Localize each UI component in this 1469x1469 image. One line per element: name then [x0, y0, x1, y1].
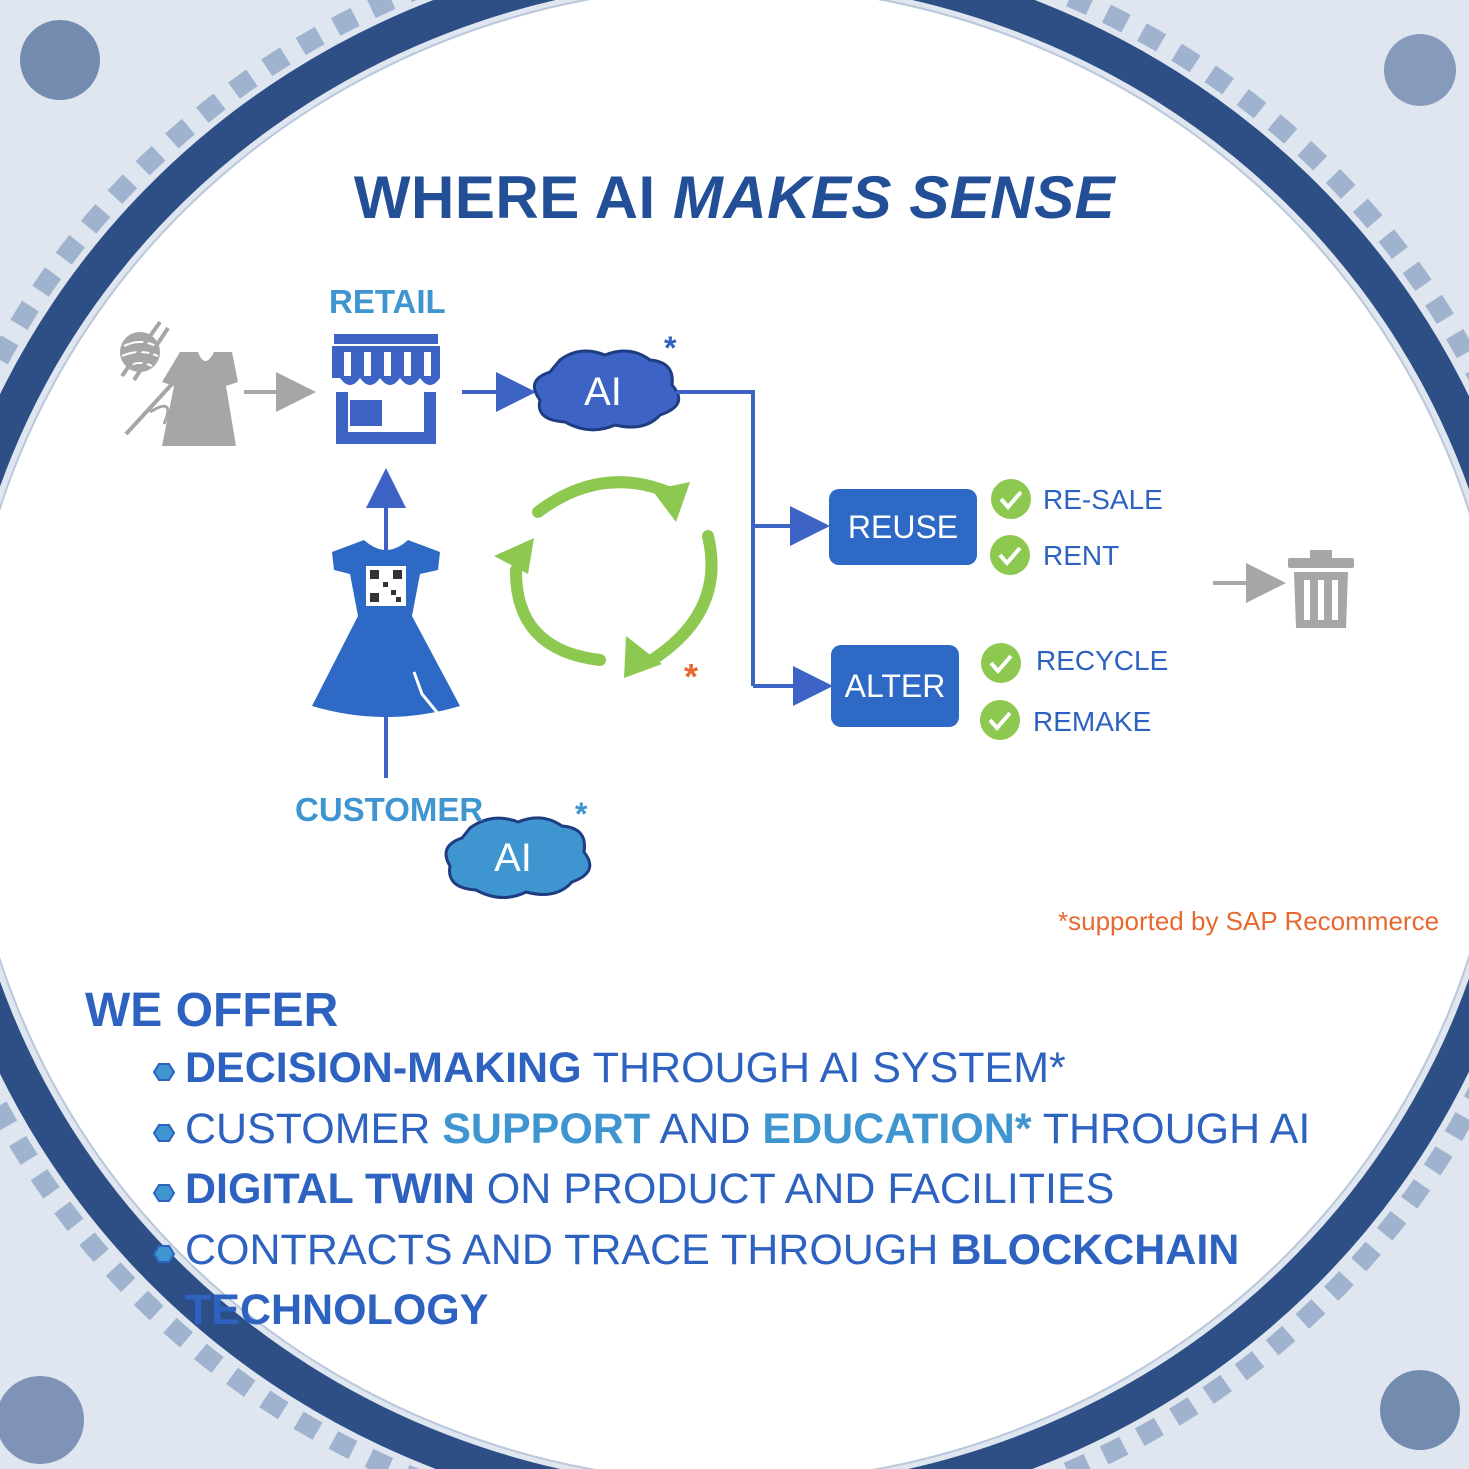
connector-ai-to-options [676, 390, 755, 686]
needle-icon [124, 382, 174, 436]
cloud-icon [532, 349, 681, 432]
ai-label-bottom: AI [494, 835, 532, 880]
ai-label-top: AI [584, 369, 622, 414]
dress-icon [162, 352, 238, 446]
asterisk-ai-bottom: * [575, 796, 588, 832]
option-rent: RENT [1043, 540, 1120, 571]
option-remake: REMAKE [1033, 706, 1152, 737]
check-icon [981, 643, 1021, 683]
offer-item-blockchain-line2: TECHNOLOGY [185, 1286, 489, 1334]
offer-item-blockchain: CONTRACTS AND TRACE THROUGH BLOCKCHAIN [185, 1226, 1240, 1274]
retail-label: RETAIL [329, 283, 446, 320]
footnote: *supported by SAP Recommerce [1058, 906, 1440, 936]
recycle-arrowheads [494, 482, 690, 678]
alter-box [831, 645, 959, 727]
cloud-icon [444, 816, 592, 899]
recycle-cycle-icon [509, 476, 718, 666]
offer-item-decision: DECISION-MAKING THROUGH AI SYSTEM* [185, 1044, 1066, 1092]
store-icon [332, 334, 440, 444]
qr-dress-icon [312, 540, 460, 717]
reuse-box [829, 489, 977, 565]
trash-icon [1288, 550, 1354, 628]
option-resale: RE-SALE [1043, 484, 1163, 515]
check-icon [980, 700, 1020, 740]
page-title: WHERE AI MAKES SENSE [353, 164, 1116, 231]
check-icon [991, 479, 1031, 519]
yarn-icon [120, 320, 170, 382]
bullet-hexagons [152, 1063, 176, 1263]
offer-item-support: CUSTOMER SUPPORT AND EDUCATION* THROUGH … [185, 1105, 1311, 1153]
asterisk-cycle: * [684, 656, 699, 697]
option-recycle: RECYCLE [1036, 645, 1169, 676]
reuse-label: REUSE [847, 508, 959, 545]
customer-label: CUSTOMER [295, 791, 484, 828]
asterisk-ai-top: * [664, 330, 677, 366]
offer-heading: WE OFFER [85, 984, 339, 1037]
alter-label: ALTER [844, 667, 946, 704]
check-icon [990, 535, 1030, 575]
offer-item-digital-twin: DIGITAL TWIN ON PRODUCT AND FACILITIES [185, 1165, 1115, 1213]
